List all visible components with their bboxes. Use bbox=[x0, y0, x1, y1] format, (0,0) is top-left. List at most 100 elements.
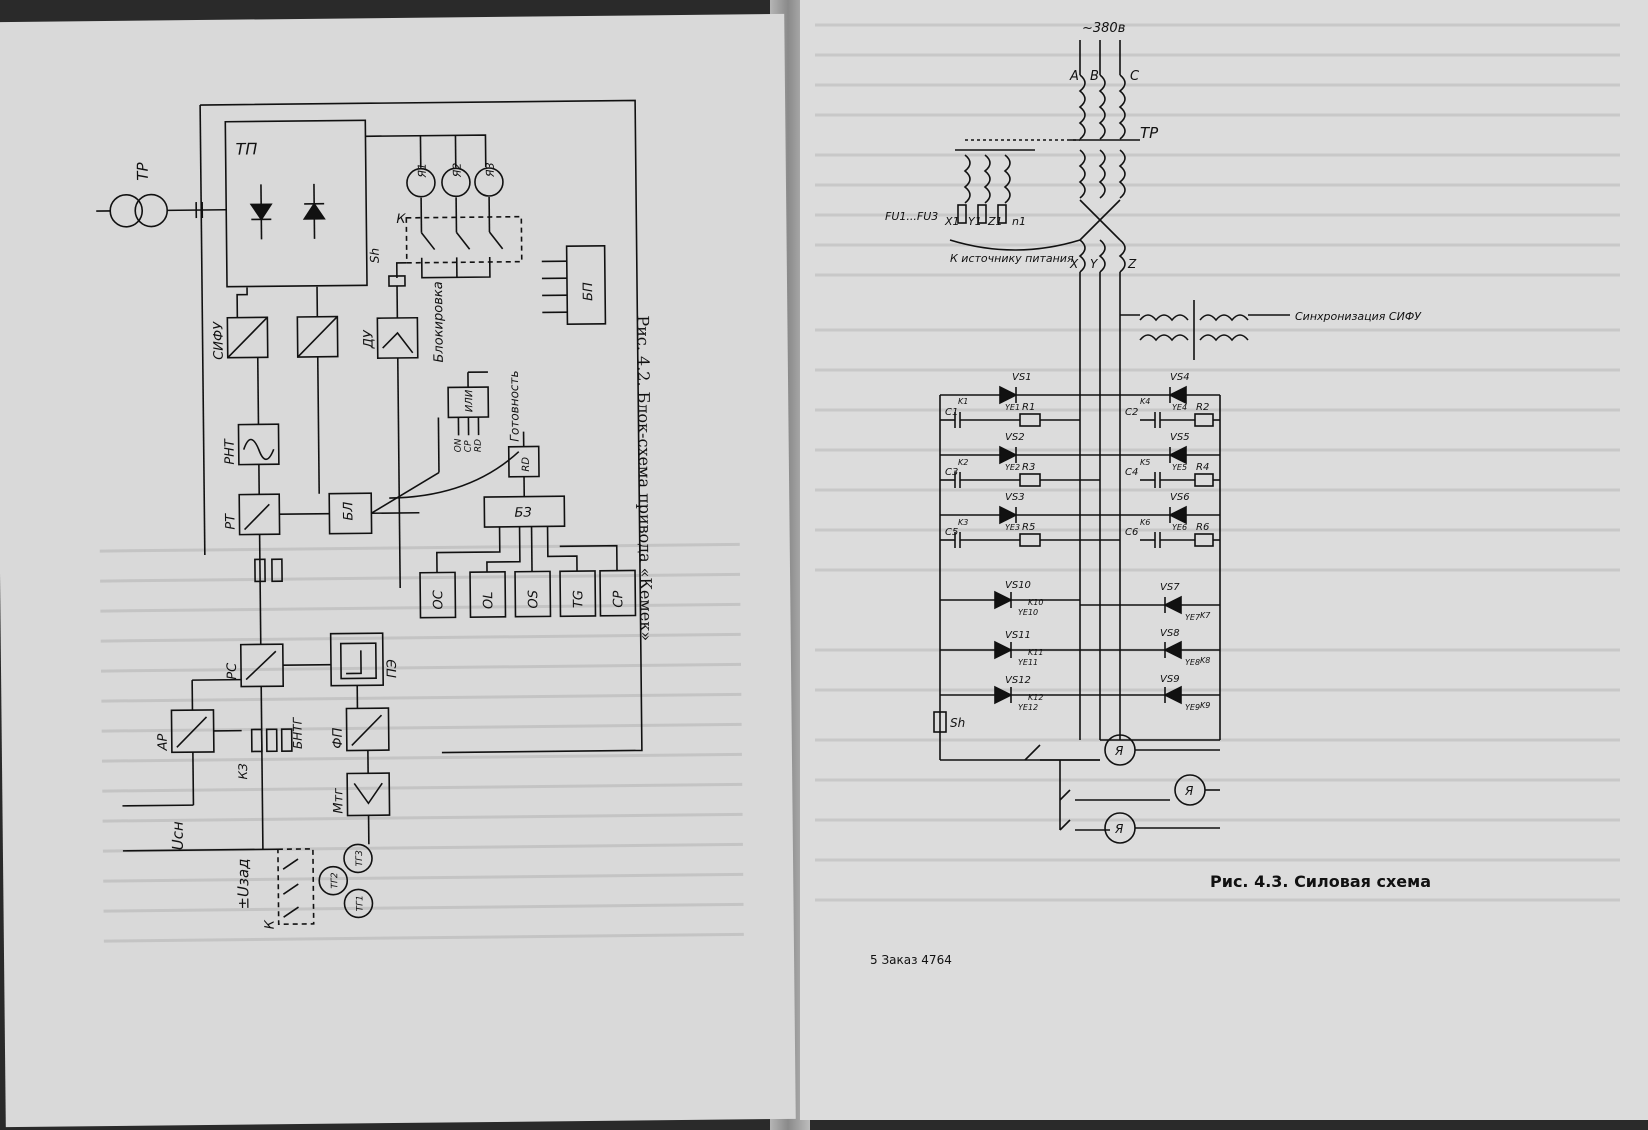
tp-block bbox=[224, 119, 368, 288]
label-ye5: YE5 bbox=[1172, 463, 1187, 472]
figure-caption-4-3: Рис. 4.3. Силовая схема bbox=[1210, 872, 1432, 891]
label-k-bottom: К bbox=[263, 919, 278, 929]
label-ya3: Я3 bbox=[484, 162, 497, 178]
label-blokirovka: Блокировка bbox=[431, 281, 447, 362]
label-c2: C2 bbox=[1125, 407, 1138, 418]
label-ya2: Я2 bbox=[451, 163, 464, 179]
label-cp: CP bbox=[611, 591, 626, 608]
label-k4: K4 bbox=[1140, 397, 1150, 406]
label-in-on: ON bbox=[454, 438, 464, 452]
label-r4: R4 bbox=[1196, 462, 1209, 473]
label-vs2: VS2 bbox=[1005, 432, 1025, 443]
label-ucn: Uсн bbox=[169, 821, 187, 850]
label-tg2: ТГ2 bbox=[330, 872, 340, 889]
label-k9: K9 bbox=[1200, 701, 1210, 710]
mtg-block bbox=[346, 772, 391, 817]
k-switch-box bbox=[277, 848, 315, 926]
label-vs3: VS3 bbox=[1005, 492, 1025, 503]
label-motor-3: Я bbox=[1114, 822, 1124, 836]
left-page: ТР ТП Я1 Я2 Я3 К Sh ДУ БП Блокировка СИФ… bbox=[0, 13, 796, 1128]
shunt-sh-right bbox=[933, 711, 947, 733]
label-k7: K7 bbox=[1200, 611, 1211, 620]
label-ar: AP bbox=[156, 733, 171, 751]
label-pe: ПЭ bbox=[385, 659, 400, 678]
label-vs7: VS7 bbox=[1160, 582, 1180, 593]
label-motor-2: Я bbox=[1184, 784, 1194, 798]
label-du: ДУ bbox=[361, 329, 376, 349]
label-tg1: ТГ1 bbox=[355, 895, 365, 911]
label-bl: БЛ bbox=[341, 501, 356, 520]
label-k5: K5 bbox=[1140, 458, 1150, 467]
label-ili: ИЛИ bbox=[464, 389, 475, 412]
label-sifu: СИФУ bbox=[211, 321, 226, 360]
label-in-rd: RD bbox=[474, 439, 484, 452]
label-vs11: VS11 bbox=[1005, 630, 1031, 641]
label-vs8: VS8 bbox=[1160, 628, 1180, 639]
label-rd: RD bbox=[521, 457, 532, 472]
label-n1: n1 bbox=[1012, 215, 1026, 228]
label-z: Z bbox=[1127, 257, 1137, 271]
block-diagram: ТР ТП Я1 Я2 Я3 К Sh ДУ БП Блокировка СИФ… bbox=[96, 99, 744, 943]
ghost-text bbox=[815, 23, 1620, 902]
label-x: X bbox=[1069, 257, 1079, 271]
motor-ya2 bbox=[441, 167, 471, 198]
label-power-source: К источнику питания bbox=[950, 252, 1074, 265]
label-r2: R2 bbox=[1196, 402, 1209, 413]
label-y1: Y1 bbox=[968, 215, 982, 228]
label-tr: ТР bbox=[134, 161, 152, 180]
label-y: Y bbox=[1090, 257, 1099, 271]
label-c6: C6 bbox=[1125, 527, 1138, 538]
bp-block bbox=[565, 244, 607, 325]
power-schematic: ~380в А В С ТР X1 Y1 Z1 n1 FU1...FU3 К и… bbox=[815, 21, 1620, 902]
label-r1: R1 bbox=[1022, 402, 1035, 413]
label-c1: C1 bbox=[945, 407, 958, 418]
label-ye7: YE7 bbox=[1185, 613, 1201, 622]
label-mtg: Мтг bbox=[331, 788, 346, 814]
label-supply: ~380в bbox=[1082, 21, 1125, 36]
figure-caption-4-2: Рис. 4.2. Блок-схема привода «Кемек» bbox=[633, 315, 656, 642]
label-ye3: YE3 bbox=[1005, 523, 1020, 532]
label-c4: C4 bbox=[1125, 467, 1138, 478]
label-uzad: ±Uзад bbox=[234, 858, 253, 909]
label-k8: K8 bbox=[1200, 656, 1210, 665]
label-k6: K6 bbox=[1140, 518, 1150, 527]
page-footer: 5 Заказ 4764 bbox=[870, 953, 952, 967]
label-ye8: YE8 bbox=[1185, 658, 1200, 667]
label-sh: Sh bbox=[368, 248, 382, 263]
label-ye11: YE11 bbox=[1018, 658, 1038, 667]
rnt-block bbox=[237, 423, 280, 466]
label-vs10: VS10 bbox=[1005, 580, 1031, 591]
label-rs: PC bbox=[225, 662, 240, 680]
label-bz: БЗ bbox=[514, 506, 531, 521]
label-fp: ФП bbox=[331, 727, 346, 748]
motor-ya3 bbox=[474, 167, 504, 197]
label-vs12: VS12 bbox=[1005, 675, 1031, 686]
label-vs1: VS1 bbox=[1012, 372, 1032, 383]
label-vs6: VS6 bbox=[1170, 492, 1190, 503]
label-ye12: YE12 bbox=[1018, 703, 1038, 712]
label-k2: K2 bbox=[958, 458, 968, 467]
label-x1: X1 bbox=[944, 215, 960, 228]
tr-coil-1 bbox=[109, 193, 144, 228]
label-gotovnost: Готовность bbox=[507, 370, 522, 441]
label-kz: КЗ bbox=[236, 763, 250, 780]
label-oc: ОС bbox=[431, 589, 446, 609]
tg1-generator bbox=[343, 888, 374, 919]
k-contactor bbox=[405, 215, 523, 264]
label-vs9: VS9 bbox=[1160, 674, 1180, 685]
label-c5: C5 bbox=[945, 527, 958, 538]
tg3-generator bbox=[343, 843, 373, 874]
label-k-top: К bbox=[396, 212, 406, 227]
label-ye6: YE6 bbox=[1172, 523, 1187, 532]
label-ye1: YE1 bbox=[1005, 403, 1020, 412]
label-phase-a: А bbox=[1069, 69, 1079, 84]
tg2-generator bbox=[318, 865, 349, 896]
label-ye2: YE2 bbox=[1005, 463, 1020, 472]
label-vs4: VS4 bbox=[1170, 372, 1190, 383]
label-ol: OL bbox=[481, 591, 496, 609]
label-k10: K10 bbox=[1028, 598, 1043, 607]
label-rnt: РНТ bbox=[223, 438, 238, 465]
label-k3: K3 bbox=[958, 518, 968, 527]
label-motor-1: Я bbox=[1114, 744, 1124, 758]
label-ya1: Я1 bbox=[416, 163, 429, 179]
